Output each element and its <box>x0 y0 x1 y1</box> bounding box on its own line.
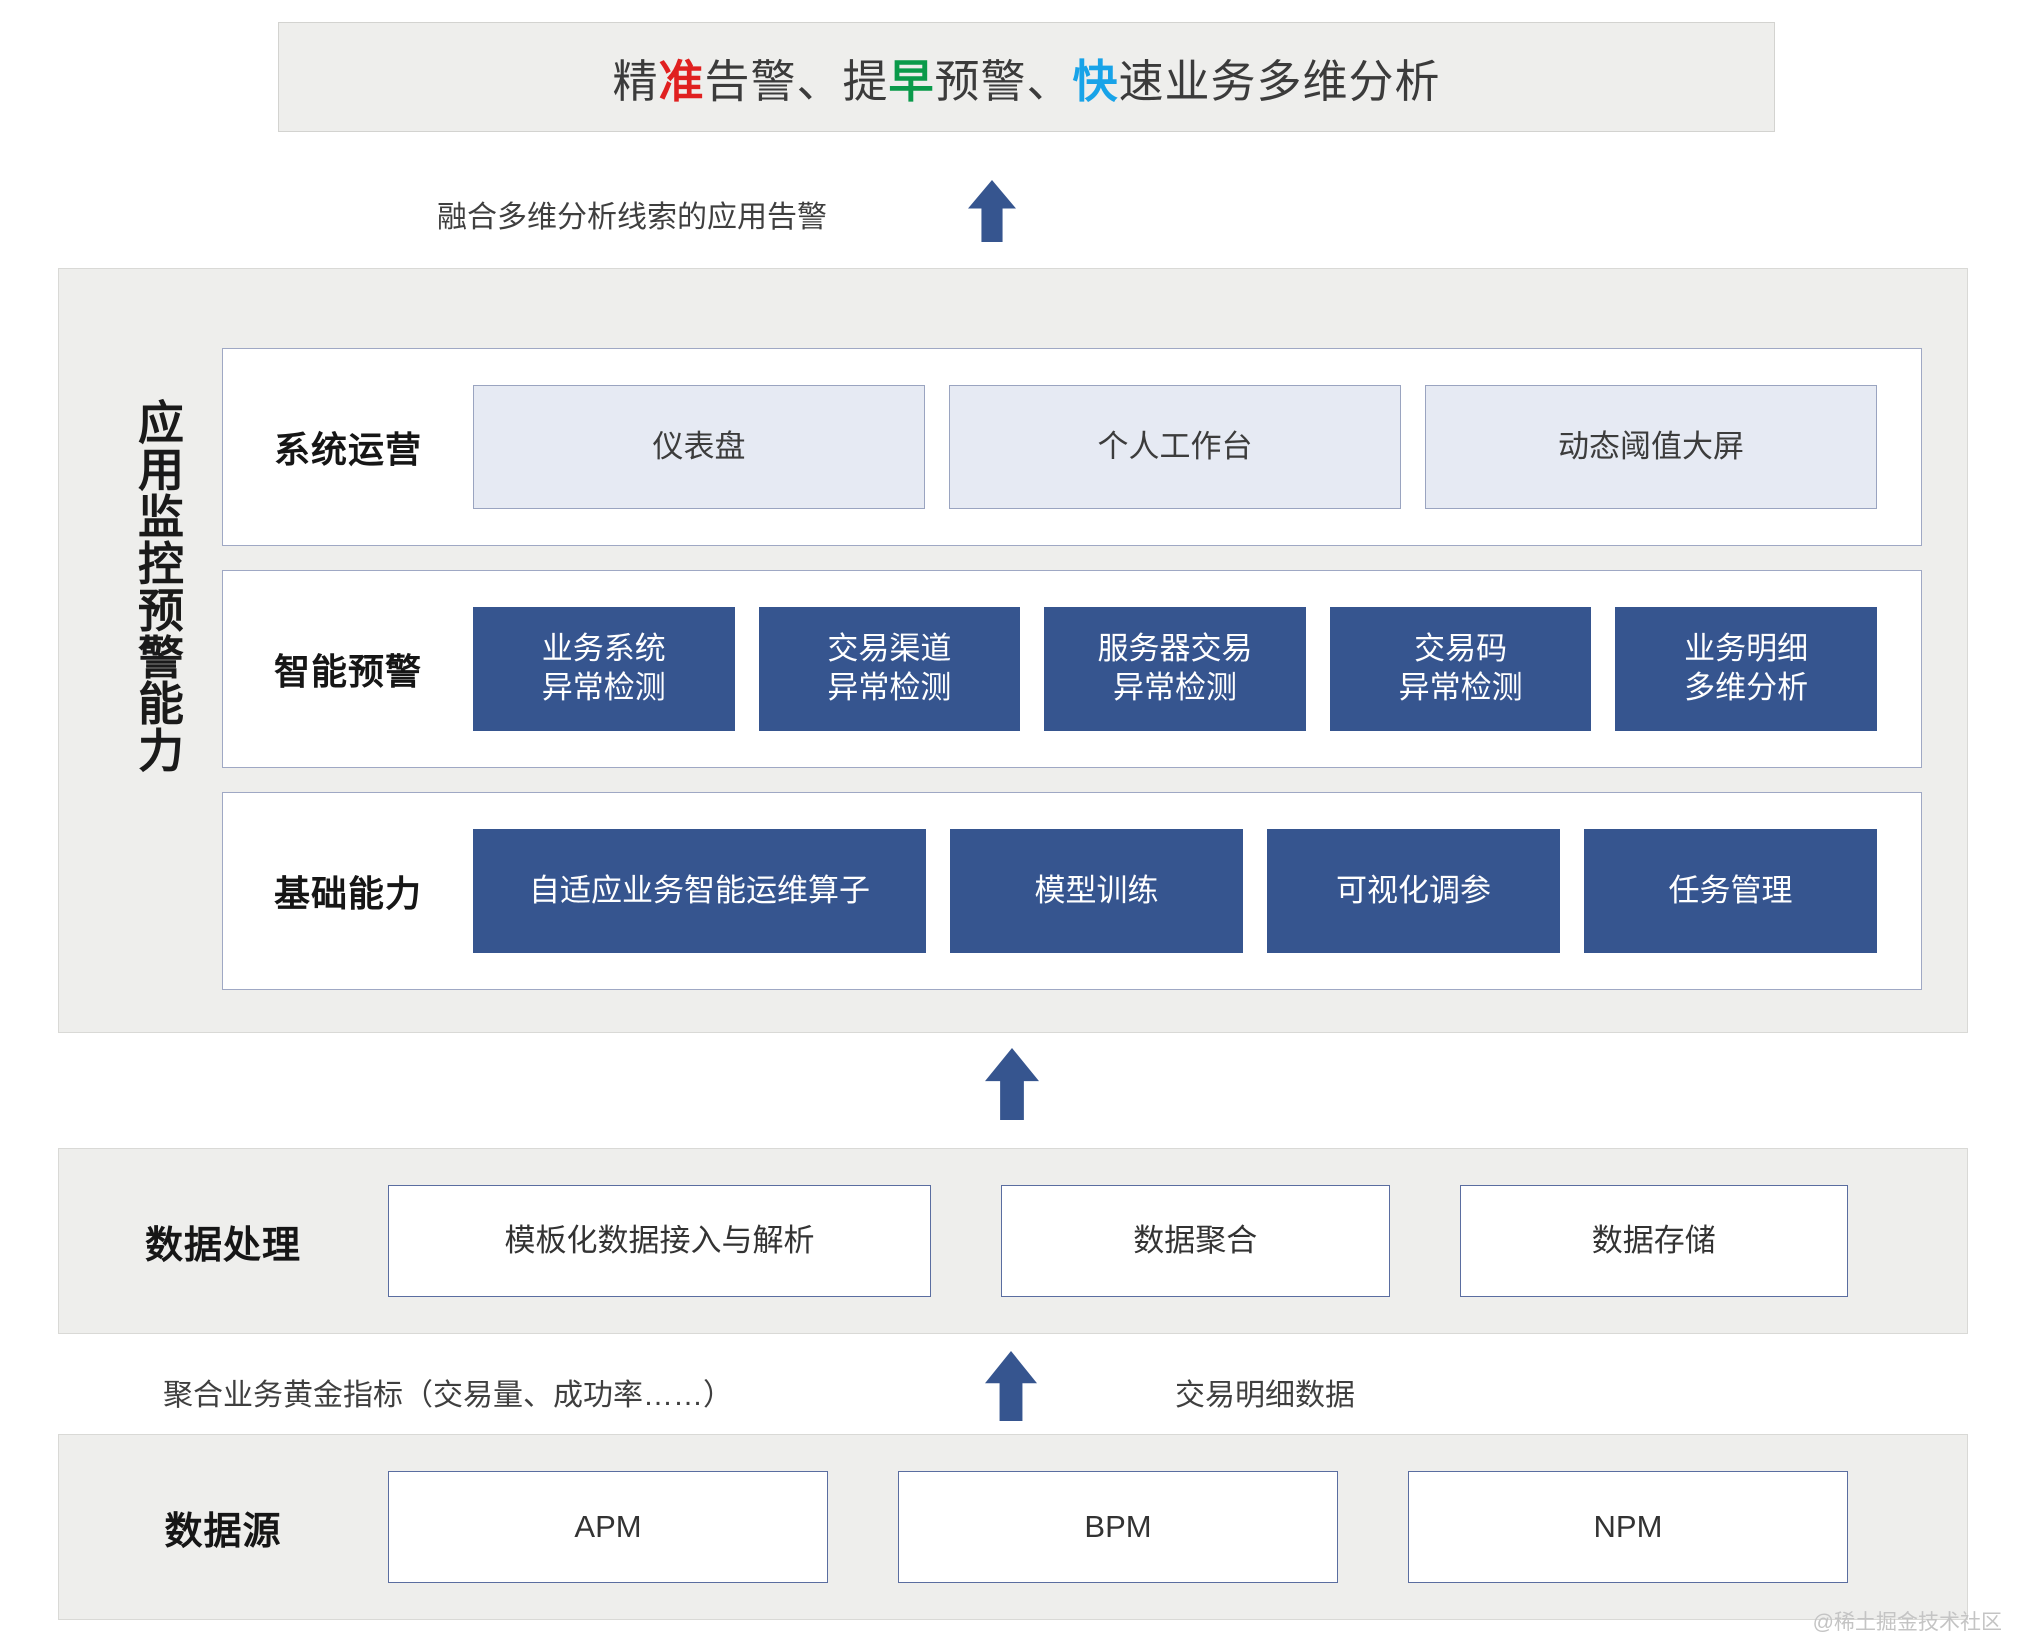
side-label-char: 监 <box>138 490 184 543</box>
box-templated-data-ingestion-parsing[interactable]: 模板化数据接入与解析 <box>388 1185 932 1297</box>
side-label-char: 用 <box>138 443 184 496</box>
side-label-char: 预 <box>138 584 184 637</box>
side-label-char: 警 <box>138 631 184 684</box>
band-intelligent-alerting: 智能预警 业务系统 异常检测 交易渠道 异常检测 服务器交易 异常检测 交易码 … <box>222 570 1922 768</box>
band-system-operations: 系统运营 仪表盘 个人工作台 动态阈值大屏 <box>222 348 1922 546</box>
flow-note-transaction-detail-data: 交易明细数据 <box>1175 1379 1355 1412</box>
data-processing-items: 模板化数据接入与解析 数据聚合 数据存储 <box>388 1185 1968 1297</box>
box-bpm[interactable]: BPM <box>898 1471 1338 1583</box>
data-source-items: APM BPM NPM <box>388 1471 1968 1583</box>
watermark-text: @稀土掘金技术社区 <box>1812 1611 2002 1634</box>
box-task-management[interactable]: 任务管理 <box>1584 829 1877 953</box>
headline-segment: 快 <box>1072 55 1119 107</box>
side-label-char: 应 <box>138 397 184 449</box>
headline-segment: 精 <box>612 55 659 107</box>
box-npm[interactable]: NPM <box>1408 1471 1848 1583</box>
flow-note-aggregated-metrics: 聚合业务黄金指标（交易量、成功率……） <box>163 1379 733 1412</box>
box-data-aggregation[interactable]: 数据聚合 <box>1001 1185 1390 1297</box>
box-adaptive-business-aiops-operator[interactable]: 自适应业务智能运维算子 <box>473 829 927 953</box>
band-label-intelligent-alerting: 智能预警 <box>273 651 422 692</box>
arrow-up-icon-middle <box>985 1048 1039 1120</box>
row-label-data-processing: 数据处理 <box>144 1224 301 1267</box>
arrow-up-icon-bottom <box>985 1351 1037 1421</box>
headline-segment: 预警、 <box>934 55 1073 107</box>
box-visual-parameter-tuning[interactable]: 可视化调参 <box>1267 829 1560 953</box>
box-business-detail-multidimensional-analysis[interactable]: 业务明细 多维分析 <box>1615 607 1877 731</box>
row-label-data-source: 数据源 <box>164 1510 282 1553</box>
data-source-row: 数据源 APM BPM NPM <box>58 1434 1968 1620</box>
box-server-transaction-anomaly-detection[interactable]: 服务器交易 异常检测 <box>1044 607 1306 731</box>
side-label-char: 能 <box>138 678 184 731</box>
band-items-intelligent-alerting: 业务系统 异常检测 交易渠道 异常检测 服务器交易 异常检测 交易码 异常检测 … <box>473 607 1921 731</box>
box-apm[interactable]: APM <box>388 1471 828 1583</box>
side-label-char: 力 <box>138 725 184 778</box>
box-data-storage[interactable]: 数据存储 <box>1459 1185 1848 1297</box>
band-label-system-operations: 系统运营 <box>273 429 422 470</box>
flow-note-top: 融合多维分析线索的应用告警 <box>437 201 827 234</box>
headline-segment: 早 <box>888 55 935 107</box>
box-dynamic-threshold-screen[interactable]: 动态阈值大屏 <box>1425 385 1877 509</box>
headline-segment: 准 <box>658 55 705 107</box>
arrow-up-icon-top <box>968 180 1016 242</box>
band-foundation-capability: 基础能力 自适应业务智能运维算子 模型训练 可视化调参 任务管理 <box>222 792 1922 990</box>
side-label-char: 控 <box>138 537 184 590</box>
box-transaction-channel-anomaly-detection[interactable]: 交易渠道 异常检测 <box>758 607 1021 731</box>
box-dashboard[interactable]: 仪表盘 <box>473 385 925 509</box>
headline-text: 精准告警、提早预警、快速业务多维分析 <box>612 45 1440 110</box>
band-label-foundation-capability: 基础能力 <box>273 873 422 914</box>
box-transaction-code-anomaly-detection[interactable]: 交易码 异常检测 <box>1329 607 1592 731</box>
application-capability-side-label: 应用监控预警能力 <box>128 400 194 775</box>
headline-segment: 速业务多维分析 <box>1118 55 1441 107</box>
data-processing-row: 数据处理 模板化数据接入与解析 数据聚合 数据存储 <box>58 1148 1968 1334</box>
band-items-system-operations: 仪表盘 个人工作台 动态阈值大屏 <box>473 385 1921 509</box>
headline-segment: 告警、提 <box>704 55 889 107</box>
band-items-foundation-capability: 自适应业务智能运维算子 模型训练 可视化调参 任务管理 <box>473 829 1921 953</box>
box-business-system-anomaly-detection[interactable]: 业务系统 异常检测 <box>473 607 735 731</box>
box-personal-workbench[interactable]: 个人工作台 <box>949 385 1401 509</box>
headline-banner: 精准告警、提早预警、快速业务多维分析 <box>278 22 1775 132</box>
box-model-training[interactable]: 模型训练 <box>950 829 1244 953</box>
